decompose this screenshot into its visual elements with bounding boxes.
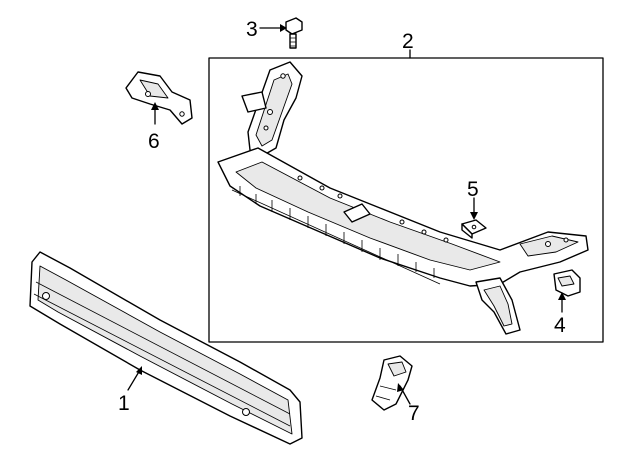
- part-4-side-bracket[interactable]: [553, 269, 581, 297]
- leader-1: [127, 369, 141, 391]
- assembly-box: [208, 57, 604, 343]
- callout-6: 6: [148, 130, 160, 153]
- callout-7: 7: [408, 402, 420, 425]
- callout-3: 3: [246, 18, 258, 41]
- part-6-bracket[interactable]: [125, 71, 193, 125]
- callout-1: 1: [118, 392, 130, 415]
- part-5-clip-nut[interactable]: [461, 219, 487, 239]
- callout-4: 4: [554, 314, 566, 337]
- part-1-bumper-reinforcement[interactable]: [29, 251, 303, 445]
- arrow-7: [397, 383, 404, 392]
- arrow-5: [470, 212, 478, 220]
- part-7-lower-bracket[interactable]: [371, 355, 413, 411]
- part-2-radiator-support[interactable]: [217, 61, 589, 335]
- arrow-6: [151, 102, 159, 110]
- arrow-1: [136, 366, 142, 375]
- part-3-bolt[interactable]: [285, 17, 303, 49]
- arrow-3: [280, 24, 287, 32]
- arrow-4: [558, 292, 566, 300]
- callout-5: 5: [467, 178, 479, 201]
- callout-2: 2: [402, 30, 414, 53]
